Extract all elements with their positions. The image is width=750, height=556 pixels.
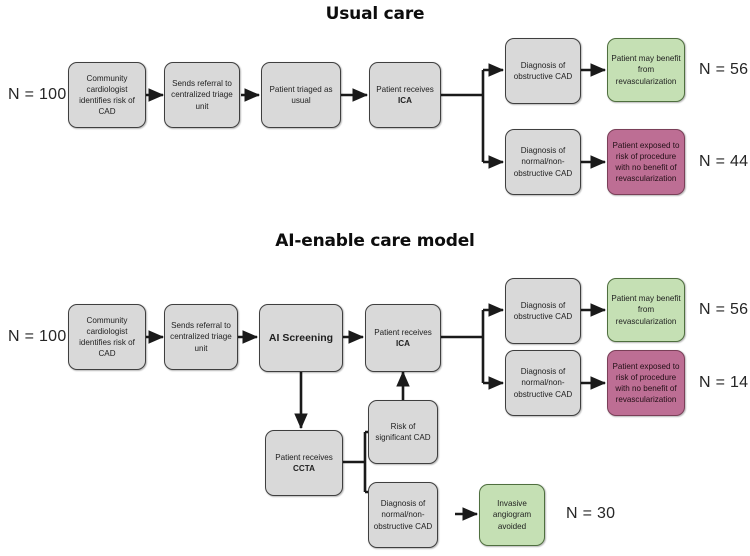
uc-node-patient-receives-ica: Patient receives ICA (369, 62, 441, 128)
uc-node-diagnosis-normal: Diagnosis of normal/non-obstructive CAD (505, 129, 581, 195)
uc-node-community-cardiologist: Community cardiologist identifies risk o… (68, 62, 146, 128)
ai-node-ai-screening: AI Screening (259, 304, 343, 372)
ai-node-ica-abbrev: ICA (396, 339, 410, 348)
ai-node-diagnosis-normal: Diagnosis of normal/non-obstructive CAD (505, 350, 581, 416)
ai-node-patient-receives-ica: Patient receives ICA (365, 304, 441, 372)
ai-node-patient-exposed-label: Patient exposed to risk of procedure wit… (612, 361, 680, 405)
ai-care-start-n: N = 100 (8, 328, 67, 345)
uc-outcome-benefit-n: N = 56 (699, 61, 749, 78)
uc-node-patient-exposed: Patient exposed to risk of procedure wit… (607, 129, 685, 195)
ai-node-sends-referral: Sends referral to centralized triage uni… (164, 304, 238, 370)
uc-outcome-exposed-n: N = 44 (699, 153, 749, 170)
ai-node-patient-may-benefit: Patient may benefit from revascularizati… (607, 278, 685, 342)
uc-node-patient-may-benefit: Patient may benefit from revascularizati… (607, 38, 685, 102)
ai-node-diagnosis-normal-ccta-label: Diagnosis of normal/non-obstructive CAD (373, 499, 433, 531)
ai-node-community-cardiologist: Community cardiologist identifies risk o… (68, 304, 146, 370)
ai-node-patient-exposed: Patient exposed to risk of procedure wit… (607, 350, 685, 416)
uc-node-diagnosis-obstructive: Diagnosis of obstructive CAD (505, 38, 581, 104)
ai-node-patient-receives-ccta: Patient receives CCTA (265, 430, 343, 496)
ai-node-diagnosis-normal-ccta: Diagnosis of normal/non-obstructive CAD (368, 482, 438, 548)
ai-outcome-avoided-n: N = 30 (566, 505, 616, 522)
uc-node-patient-receives-ica-label: Patient receives (376, 84, 434, 94)
ai-node-patient-may-benefit-label: Patient may benefit from revascularizati… (611, 294, 681, 326)
ai-outcome-benefit-n: N = 56 (699, 301, 749, 318)
ai-node-patient-receives-ccta-label: Patient receives (275, 452, 333, 462)
uc-node-patient-triaged-label: Patient triaged as usual (269, 84, 333, 105)
ai-node-ccta-abbrev: CCTA (293, 464, 315, 473)
ai-node-community-cardiologist-label: Community cardiologist identifies risk o… (79, 315, 135, 359)
ai-node-ai-screening-label: AI Screening (268, 331, 334, 344)
ai-node-diagnosis-obstructive: Diagnosis of obstructive CAD (505, 278, 581, 344)
uc-node-community-cardiologist-label: Community cardiologist identifies risk o… (79, 73, 135, 117)
ai-node-diagnosis-normal-label: Diagnosis of normal/non-obstructive CAD (513, 367, 573, 399)
ai-node-patient-receives-ica-label: Patient receives (374, 327, 432, 337)
usual-care-start-n: N = 100 (8, 86, 67, 103)
uc-node-diagnosis-normal-label: Diagnosis of normal/non-obstructive CAD (513, 146, 573, 178)
uc-node-sends-referral-label: Sends referral to centralized triage uni… (171, 79, 233, 111)
ai-care-title: AI-enable care model (275, 231, 475, 251)
ai-node-diagnosis-obstructive-label: Diagnosis of obstructive CAD (513, 300, 573, 321)
uc-node-patient-may-benefit-label: Patient may benefit from revascularizati… (611, 54, 681, 86)
uc-node-patient-exposed-label: Patient exposed to risk of procedure wit… (612, 140, 680, 184)
uc-node-sends-referral: Sends referral to centralized triage uni… (164, 62, 240, 128)
uc-node-ica-abbrev: ICA (398, 96, 412, 105)
ai-node-sends-referral-label: Sends referral to centralized triage uni… (170, 321, 232, 353)
usual-care-title: Usual care (325, 4, 425, 24)
ai-node-invasive-angiogram-avoided: Invasive angiogram avoided (479, 484, 545, 546)
uc-node-patient-triaged: Patient triaged as usual (261, 62, 341, 128)
ai-outcome-exposed-n: N = 14 (699, 374, 749, 391)
ai-node-risk-significant-cad-label: Risk of significant CAD (375, 421, 431, 442)
ai-node-risk-significant-cad: Risk of significant CAD (368, 400, 438, 464)
ai-node-invasive-angiogram-avoided-label: Invasive angiogram avoided (492, 499, 532, 531)
uc-node-diagnosis-obstructive-label: Diagnosis of obstructive CAD (513, 60, 573, 81)
